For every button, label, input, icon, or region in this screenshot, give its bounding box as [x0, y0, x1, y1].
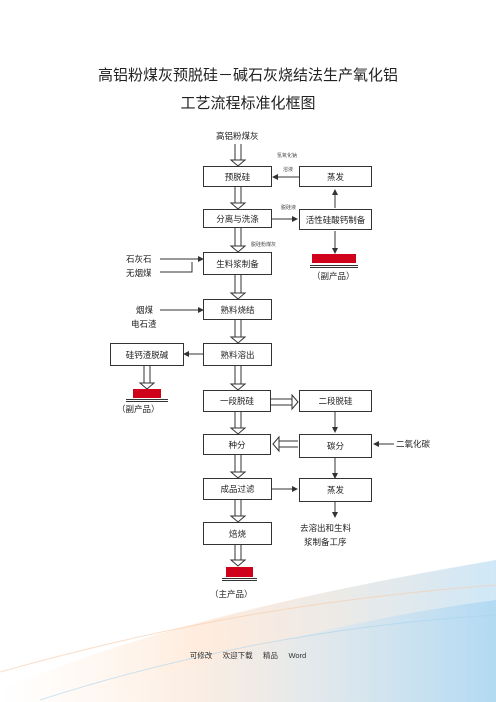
product-underline	[310, 267, 358, 268]
main-flow-arrows	[138, 144, 299, 567]
footer-editable: 可修改	[189, 651, 213, 660]
product-underline	[222, 578, 257, 579]
node-raw-slurry: 生料浆制备	[203, 252, 272, 275]
footer-download: 欢迎下载	[222, 651, 253, 660]
page-title-line-2: 工艺流程标准化框图	[180, 94, 316, 112]
product-underline	[310, 265, 358, 266]
label-naoh: 氢氧化钠	[277, 153, 298, 159]
node-predesilication: 预脱硅	[203, 166, 272, 187]
product-alumina: 氧化铝	[226, 567, 253, 577]
node-activated-calcium-silicate: 活性硅酸钙制备	[299, 209, 372, 230]
product-underline	[126, 399, 168, 400]
byproduct-tag-right: （副产品）	[312, 272, 355, 282]
node-desilication-stage-1: 一段脱硅	[203, 390, 271, 412]
input-label-fly-ash: 高铝粉煤灰	[216, 132, 259, 142]
footer: 可修改 欢迎下载 精品 Word	[0, 650, 496, 661]
label-co2: 二氧化碳	[396, 440, 431, 450]
product-underline	[126, 401, 168, 402]
node-product-filtration: 成品过滤	[203, 478, 272, 500]
node-clinker-sintering: 熟料烧结	[203, 299, 272, 320]
node-evaporation-bottom: 蒸发	[299, 478, 372, 502]
node-separation-washing: 分离与洗涤	[203, 209, 272, 228]
return-note-line-2: 浆制备工序	[304, 538, 347, 548]
page-title-line-1: 高铝粉煤灰预脱硅－碱石灰烧结法生产氧化铝	[97, 66, 398, 84]
side-arrows	[160, 174, 394, 518]
label-desil-liquor: 脱硅液	[281, 205, 297, 211]
node-calcination: 焙烧	[203, 522, 272, 545]
product-calcium-silicate-slag: 硅钙渣	[133, 389, 161, 398]
main-product-tag: （主产品）	[210, 590, 253, 600]
product-underline	[222, 580, 257, 581]
node-slag-dealkalization: 硅钙渣脱碱	[110, 343, 184, 366]
label-coal: 烟煤	[136, 306, 154, 316]
node-carbonation: 碳分	[299, 434, 372, 458]
node-evaporation-top: 蒸发	[299, 166, 372, 187]
label-desil-ash: 脱硅粉煤灰	[251, 242, 277, 248]
footer-quality: 精品	[263, 651, 279, 660]
footer-word: Word	[288, 651, 307, 660]
node-seed-precipitation: 种分	[203, 434, 271, 455]
byproduct-tag-left: （副产品）	[117, 405, 160, 415]
label-anthracite: 无烟煤	[126, 269, 152, 279]
label-solution: 溶液	[283, 167, 294, 173]
node-desilication-stage-2: 二段脱硅	[299, 390, 372, 412]
label-carbide: 电石渣	[131, 320, 157, 330]
product-activated-calcium-silicate: 活性硅酸钙	[312, 254, 356, 263]
node-clinker-dissolution: 熟料溶出	[203, 343, 272, 366]
return-note-line-1: 去溶出和生料	[300, 524, 352, 534]
label-limestone: 石灰石	[126, 255, 152, 265]
